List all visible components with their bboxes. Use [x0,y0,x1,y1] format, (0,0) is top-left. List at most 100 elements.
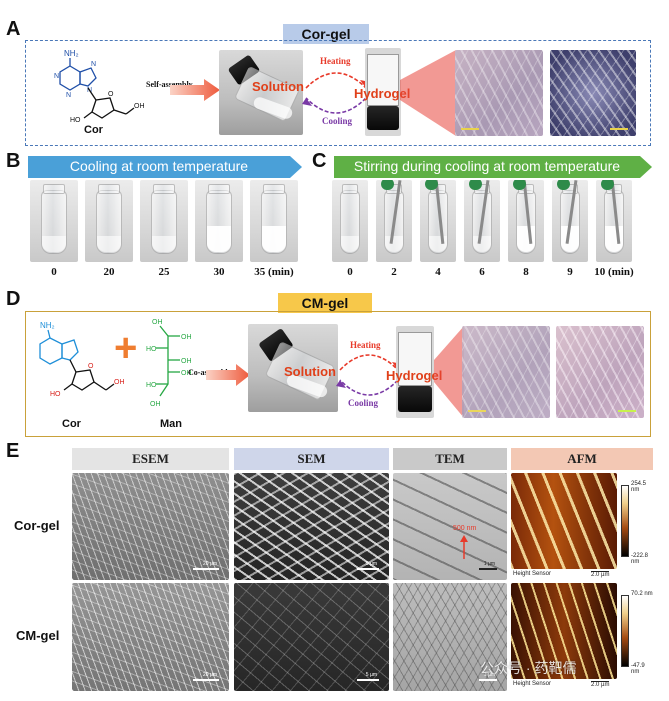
time-label: 9 [567,266,573,278]
vial-photo [420,180,456,262]
solution-vial-photo-a [219,50,303,135]
vial-contents [206,226,232,252]
atom-ho: HO [50,391,61,398]
afm-colorbar [621,595,629,667]
panel-label-d: D [6,288,21,310]
vial-contents [41,236,67,252]
solution-label-a: Solution [252,79,304,94]
hydrogel-vial-photo-a [365,48,401,136]
man-oh-1: OH [152,319,163,326]
atom-n1: N [54,73,59,80]
man-name: Man [160,418,182,430]
time-label: 35 (min) [254,266,294,278]
vial-neck [43,184,65,194]
afm-image-cor-gel [511,473,617,569]
glove [513,180,526,190]
polarized-micrograph-d2 [556,326,644,418]
hydrogel-cap [398,386,432,412]
hydrogel-cap [367,106,399,130]
sem-image-cor-gel: 5 µm [234,473,389,580]
scale-bar [357,679,379,681]
solution-vial-photo-d [248,324,338,412]
esem-scale-text: 20 µm [203,672,217,678]
vial-neck [98,184,120,194]
man-ho-1: HO [146,346,157,353]
vial-contents [384,236,404,252]
afm-sensor-top: Height Sensor [513,571,552,577]
self-assembly-label: Self-assembly [146,80,193,89]
heating-label-d: Heating [350,340,381,350]
afm-min-bottom: -47.9 nm [631,663,645,675]
esem-image-cor-gel: 20 µm [72,473,229,580]
zoom-wedge-d [434,326,464,418]
panel-label-e: E [6,440,20,462]
vial-contents [96,236,122,252]
afm-sensor-bottom: Height Sensor [513,681,552,687]
cor-molecule-a: NH₂ N N N N O HO OH [54,49,145,124]
sem-scale-text: 5 µm [365,561,377,567]
scale-bar [618,410,636,412]
panel-b-banner: Cooling at room temperature [69,158,249,174]
atom-oh: OH [134,103,145,110]
polarized-micrograph-a1 [455,50,543,136]
time-label: 2 [391,266,397,278]
scale-bar [479,568,497,570]
scale-bar [468,410,486,412]
scale-bar [193,679,219,681]
atom-o: O [88,363,94,370]
vial-neck [342,184,358,194]
zoom-wedge-a [400,50,456,136]
man-oh-3: OH [181,358,192,365]
panel-c-banner-arrow [334,156,652,178]
afm-min-top: -222.8 nm [631,553,649,565]
hydrogel-body [398,332,432,386]
vial-contents [472,236,492,252]
hydrogel-vial-photo-d [396,326,434,418]
panel-label-a: A [6,18,21,40]
cor-name-d: Cor [62,418,81,430]
scale-bar [479,679,497,681]
esem-image-cm-gel: 20 µm [72,583,229,691]
man-ho-2: HO [146,382,157,389]
time-label: 6 [479,266,485,278]
header-afm: AFM [511,448,653,470]
vial-photo [250,180,298,262]
tem-scale-text: 1 µm [483,561,495,567]
vial-neck [263,184,285,194]
time-label: 10 (min) [594,266,634,278]
glove [601,180,614,190]
vial-photo [332,180,368,262]
header-sem: SEM [234,448,389,470]
heating-label-a: Heating [320,56,351,66]
atom-nh2: NH₂ [40,321,55,330]
time-label: 0 [51,266,57,278]
afm-panel-cor-gel: 254.5 nm -222.8 nm Height Sensor 2.0 µm [511,473,653,580]
sem-image-cm-gel: 5 µm [234,583,389,691]
tem-red-arrow-icon [460,535,468,559]
panel-b-banner-arrow [28,156,302,178]
polarized-micrograph-d1 [462,326,550,418]
panel-c-banner: Stirring during cooling at room temperat… [353,158,621,174]
hydrogel-label-d: Hydrogel [386,368,443,383]
time-label: 25 [158,266,170,278]
scale-bar [610,128,628,130]
cooling-label-a: Cooling [322,116,353,126]
vial-photo [508,180,544,262]
atom-o: O [108,91,114,98]
self-assembly-arrow-icon [170,79,220,101]
cor-name-a: Cor [84,124,103,136]
glove [469,180,482,190]
hydrogel-label-a: Hydrogel [354,86,411,101]
time-label: 20 [103,266,115,278]
glove [381,180,394,190]
header-tem: TEM [393,448,507,470]
panel-d-title: CM-gel [278,293,372,313]
afm-panel-cm-gel: 70.2 nm -47.9 nm Height Sensor 2.0 µm [511,583,653,691]
time-label: 0 [347,266,353,278]
vial-contents [261,226,287,252]
header-esem: ESEM [72,448,229,470]
row-label-cm-gel: CM-gel [16,628,60,643]
tem-image-cm-gel: 1 µm [393,583,507,691]
vial-photo [552,180,588,262]
afm-image-cm-gel [511,583,617,679]
